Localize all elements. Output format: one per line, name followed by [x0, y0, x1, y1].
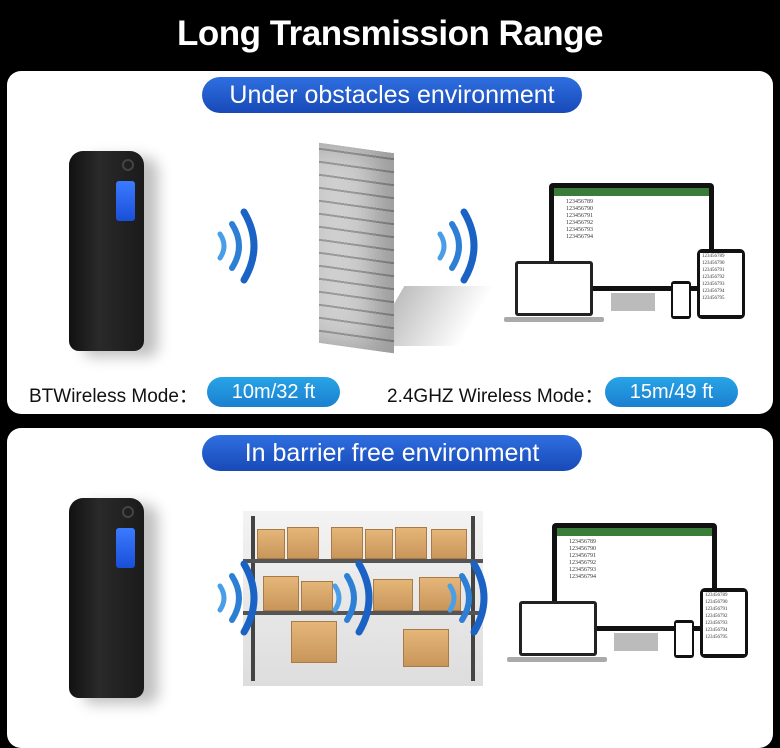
page-title: Long Transmission Range: [176, 14, 604, 53]
bt-mode-label: BTWireless Mode：: [29, 386, 198, 407]
signal-waves-icon: [447, 560, 488, 636]
monitor-stand: [611, 293, 655, 311]
scanner-screen: [116, 528, 135, 568]
ghz-mode-label: 2.4GHZ Wireless Mode：: [387, 386, 604, 407]
laptop-base: [504, 317, 604, 322]
phone: [671, 281, 691, 319]
scanner-image: [69, 151, 144, 351]
monitor-stand: [614, 633, 658, 651]
signal-waves-icon: [332, 560, 373, 636]
obstacles-pill: Under obstacles environment: [202, 77, 582, 113]
signal-waves-icon: [217, 560, 258, 636]
warehouse-image: [243, 511, 483, 686]
wifi-logo-icon: [122, 159, 134, 171]
barrier-free-pill: In barrier free environment: [202, 435, 582, 471]
laptop: [519, 601, 597, 656]
bt-range-value: 10m/32 ft: [207, 377, 340, 407]
wifi-logo-icon: [122, 506, 134, 518]
barrier-free-panel: In barrier free environment: [7, 428, 773, 748]
wall-obstacle: [319, 142, 394, 354]
scanner-image: [69, 498, 144, 698]
ghz-range-value: 15m/49 ft: [605, 377, 738, 407]
laptop-base: [507, 657, 607, 662]
scanner-screen: [116, 181, 135, 221]
signal-waves-icon: [217, 208, 258, 284]
phone: [674, 620, 694, 658]
signal-waves-icon: [437, 208, 478, 284]
laptop: [515, 261, 593, 316]
